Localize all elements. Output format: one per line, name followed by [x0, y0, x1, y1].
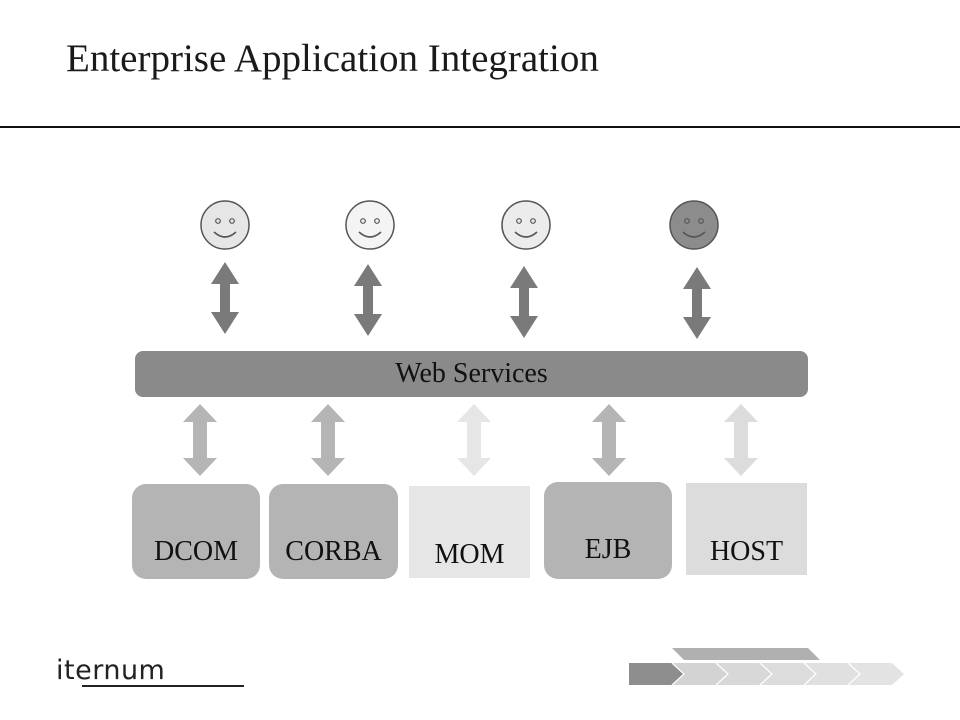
user-face-4-highlighted: [669, 200, 719, 250]
system-label-corba: CORBA: [285, 536, 382, 567]
logo-underline: [82, 685, 244, 687]
upper-arrow-2: [354, 264, 382, 336]
slide-title: Enterprise Application Integration: [66, 37, 599, 80]
company-logo: iternum: [56, 655, 166, 686]
system-box-host: HOST: [686, 483, 807, 575]
system-box-dcom: DCOM: [132, 484, 260, 579]
title-divider: [0, 126, 960, 128]
system-label-ejb: EJB: [584, 534, 632, 565]
system-box-mom: MOM: [409, 486, 530, 578]
user-face-3: [501, 200, 551, 250]
web-services-label: Web Services: [395, 358, 548, 389]
web-services-bar: Web Services: [135, 351, 808, 397]
upper-arrow-4: [683, 267, 711, 339]
user-face-2: [345, 200, 395, 250]
lower-arrow-corba: [311, 404, 345, 476]
system-box-corba: CORBA: [269, 484, 398, 579]
lower-arrow-ejb: [592, 404, 626, 476]
upper-arrow-3: [510, 266, 538, 338]
upper-arrow-1: [211, 262, 239, 334]
system-label-mom: MOM: [434, 539, 505, 570]
chevron-strip-icon: [629, 648, 904, 686]
lower-arrow-dcom: [183, 404, 217, 476]
system-label-dcom: DCOM: [153, 536, 238, 567]
lower-arrow-mom: [457, 404, 491, 476]
lower-arrow-host: [724, 404, 758, 476]
user-face-1: [200, 200, 250, 250]
system-box-ejb: EJB: [544, 482, 672, 579]
system-label-host: HOST: [709, 536, 784, 567]
